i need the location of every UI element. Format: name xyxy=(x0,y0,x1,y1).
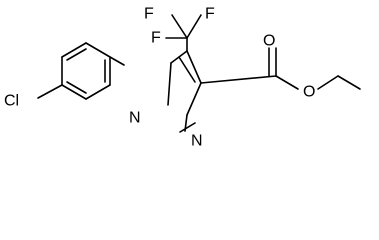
chlorine-atom-label: Cl xyxy=(4,93,19,110)
pyrazole-ring xyxy=(167,50,202,133)
bond xyxy=(337,75,361,90)
bond xyxy=(317,75,339,90)
double-bond xyxy=(178,56,196,83)
fluorine-atom-label: F xyxy=(151,30,161,47)
oxygen-atom-label: O xyxy=(303,84,315,101)
trifluoromethyl-group xyxy=(165,14,202,52)
chlorophenyl-ring xyxy=(37,42,125,100)
bond xyxy=(85,42,111,58)
bond xyxy=(186,82,202,116)
bond xyxy=(61,84,87,100)
nitrogen-atom-label: N xyxy=(129,110,141,127)
nitrogen-atom-label: N xyxy=(191,133,203,150)
bond xyxy=(61,42,87,58)
bond xyxy=(186,14,202,39)
double-bond xyxy=(66,81,87,94)
bond xyxy=(186,50,202,84)
oxygen-atom-label: O xyxy=(263,33,275,50)
bond xyxy=(167,62,172,106)
structure-svg: Cl N N F F F O O xyxy=(4,6,361,150)
bond xyxy=(85,84,111,100)
bond xyxy=(171,14,188,39)
double-bond xyxy=(66,48,87,61)
bond xyxy=(275,75,299,90)
structure-diagram: Cl N N F F F O O xyxy=(4,6,361,150)
double-bond xyxy=(179,122,196,133)
ester-group xyxy=(200,47,361,90)
bond xyxy=(109,56,125,66)
bond xyxy=(37,84,63,99)
bond xyxy=(200,75,277,84)
fluorine-atom-label: F xyxy=(205,6,215,23)
fluorine-atom-label: F xyxy=(144,6,154,23)
